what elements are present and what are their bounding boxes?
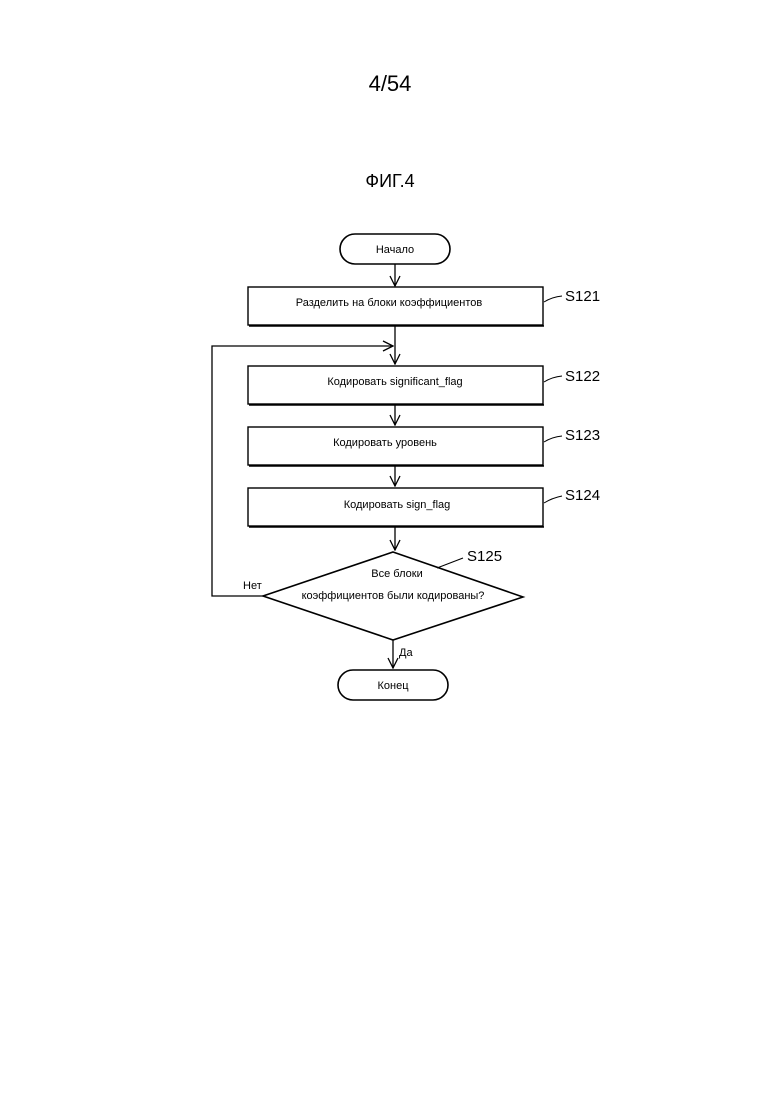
s123-text: Кодировать уровень xyxy=(333,437,437,449)
s124-text: Кодировать sign_flag xyxy=(344,499,451,511)
s122-text: Кодировать significant_flag xyxy=(327,376,462,388)
step-label-s124: S124 xyxy=(565,487,600,504)
decision-line2: коэффициентов были кодированы? xyxy=(302,590,485,602)
s122-leader xyxy=(544,376,562,382)
no-branch-label: Нет xyxy=(243,580,262,592)
s125-leader xyxy=(437,558,463,568)
s124-leader xyxy=(544,496,562,503)
step-label-s122: S122 xyxy=(565,368,600,385)
end-label: Конец xyxy=(377,680,409,692)
s121-leader xyxy=(544,296,562,302)
figure-title: ФИГ.4 xyxy=(365,171,414,191)
s123-leader xyxy=(544,436,562,442)
step-label-s121: S121 xyxy=(565,288,600,305)
yes-branch-label: Да xyxy=(399,647,413,659)
page-number: 4/54 xyxy=(369,71,412,96)
s121-text: Разделить на блоки коэффициентов xyxy=(296,297,483,309)
start-label: Начало xyxy=(376,244,414,256)
step-label-s123: S123 xyxy=(565,427,600,444)
decision-line1: Все блоки xyxy=(371,568,422,580)
step-label-s125: S125 xyxy=(467,548,502,565)
